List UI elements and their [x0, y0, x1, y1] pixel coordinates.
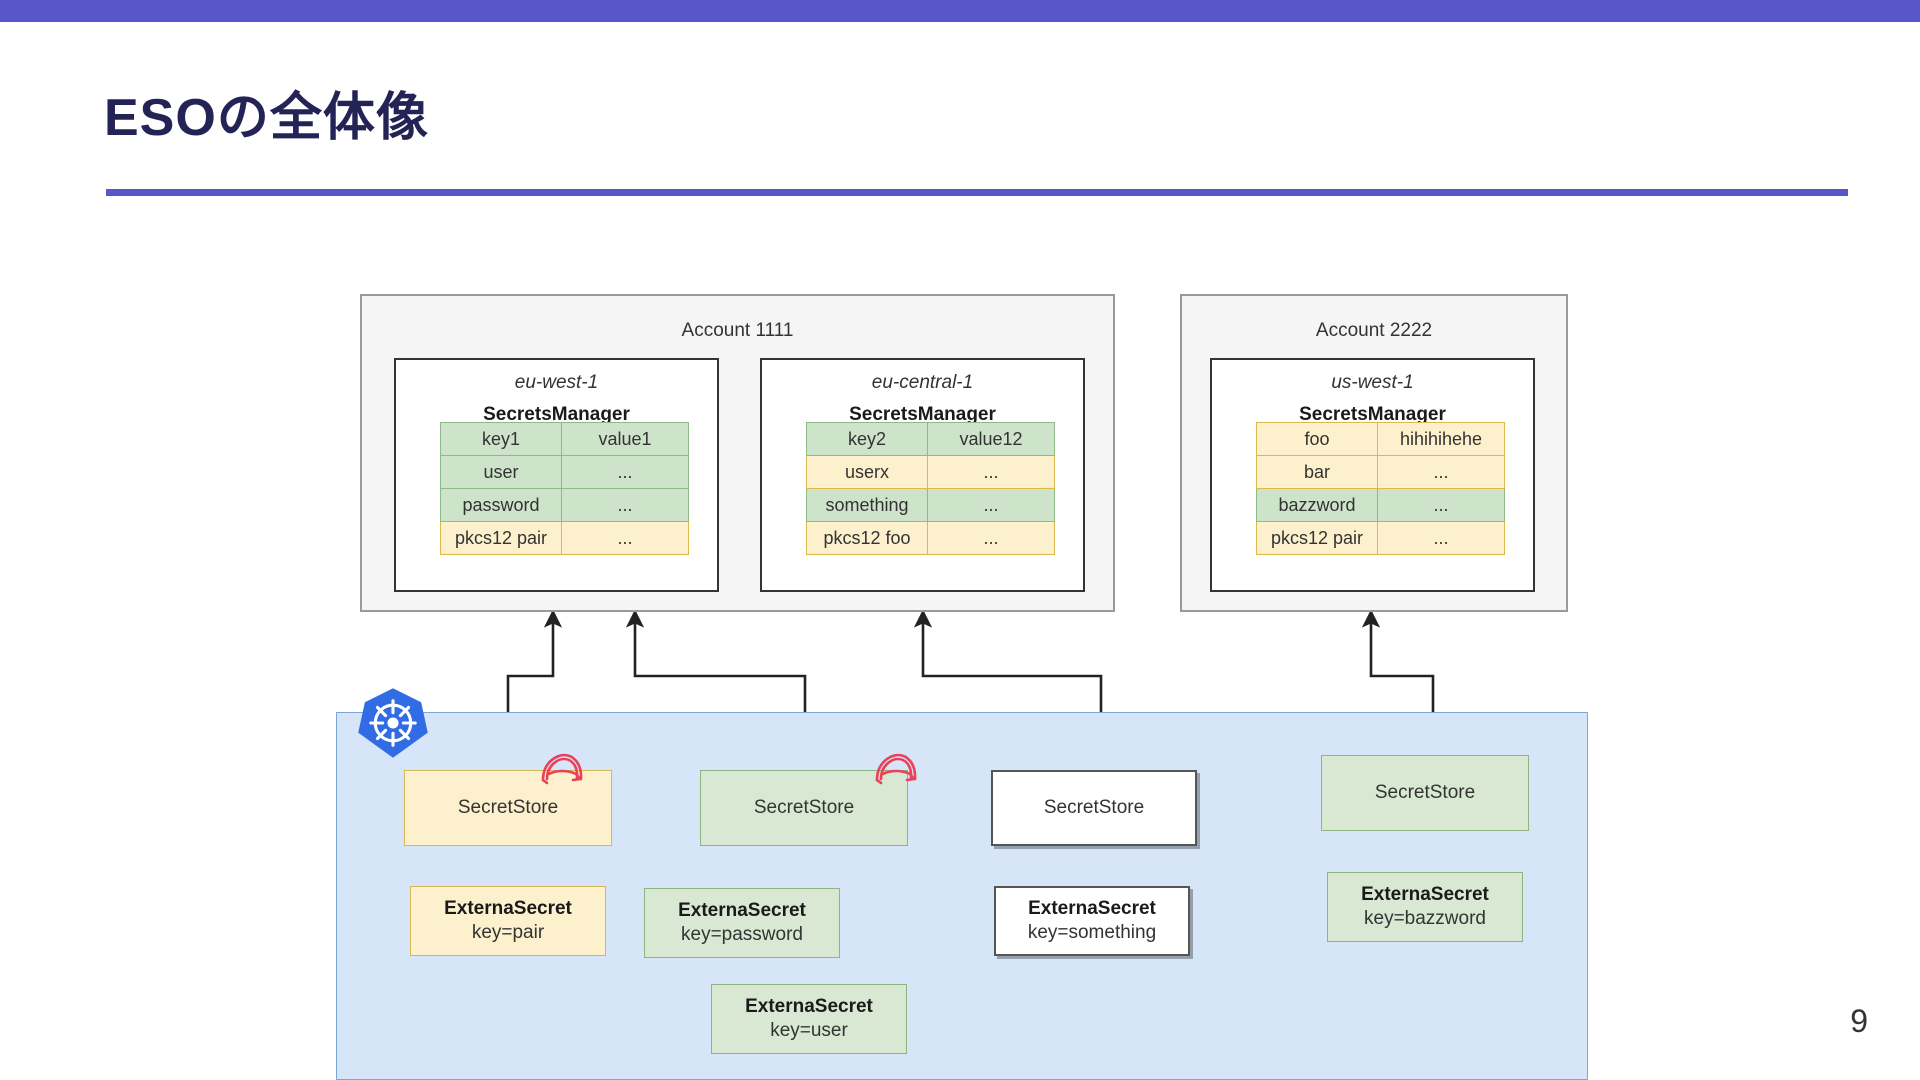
secret-value: ...	[927, 521, 1055, 555]
secretstore-label: SecretStore	[1374, 782, 1476, 804]
secretsmanager-label: SecretsManager	[849, 404, 996, 425]
secrets-table-us-west-1[interactable]: foo hihihihehe bar ... bazzword ... pkcs…	[1256, 422, 1505, 555]
externalsecret-node-user[interactable]: ExternaSecret key=user	[711, 984, 907, 1054]
externalsecret-node-bazzword[interactable]: ExternaSecret key=bazzword	[1327, 872, 1523, 942]
table-row: key2 value12	[806, 422, 1055, 456]
secret-key: password	[440, 488, 562, 522]
page-number: 9	[1850, 1003, 1868, 1039]
externalsecret-title: ExternaSecret	[745, 996, 873, 1018]
table-row: bazzword ...	[1256, 488, 1505, 522]
externalsecret-title: ExternaSecret	[678, 900, 806, 922]
slide-accent-bar	[0, 0, 1920, 22]
secret-key: bazzword	[1256, 488, 1378, 522]
externalsecret-title: ExternaSecret	[444, 898, 572, 920]
externalsecret-key: key=user	[770, 1020, 848, 1041]
externalsecret-key: key=pair	[471, 922, 545, 943]
secretsmanager-label: SecretsManager	[483, 404, 630, 425]
secret-value: ...	[1377, 488, 1505, 522]
table-row: foo hihihihehe	[1256, 422, 1505, 456]
secret-key: pkcs12 foo	[806, 521, 928, 555]
secrets-table-eu-west-1[interactable]: key1 value1 user ... password ... pkcs12…	[440, 422, 689, 555]
secretstore-node-1[interactable]: SecretStore	[404, 770, 612, 846]
table-row: password ...	[440, 488, 689, 522]
secretstore-label: SecretStore	[1043, 797, 1145, 819]
externalsecret-title: ExternaSecret	[1361, 884, 1489, 906]
secretstore-label: SecretStore	[457, 797, 559, 819]
secret-value: ...	[1377, 521, 1505, 555]
secret-key: user	[440, 455, 562, 489]
account-label: Account 2222	[1315, 320, 1433, 341]
secretstore-node-4[interactable]: SecretStore	[1321, 755, 1529, 831]
externalsecret-node-password[interactable]: ExternaSecret key=password	[644, 888, 840, 958]
externalsecret-node-something[interactable]: ExternaSecret key=something	[994, 886, 1190, 956]
secret-value: ...	[561, 455, 689, 489]
region-label: us-west-1	[1331, 372, 1414, 393]
secret-key: foo	[1256, 422, 1378, 456]
kubernetes-icon	[358, 688, 428, 758]
red-annotation-icon-1	[541, 753, 583, 785]
externalsecret-key: key=password	[681, 924, 803, 945]
secret-value: hihihihehe	[1377, 422, 1505, 456]
table-row: pkcs12 pair ...	[440, 521, 689, 555]
secret-key: key2	[806, 422, 928, 456]
page-title: ESOの全体像	[104, 89, 429, 147]
secretstore-node-2[interactable]: SecretStore	[700, 770, 908, 846]
secrets-table-eu-central-1[interactable]: key2 value12 userx ... something ... pkc…	[806, 422, 1055, 555]
secretstore-label: SecretStore	[753, 797, 855, 819]
secret-value: ...	[561, 521, 689, 555]
secret-key: something	[806, 488, 928, 522]
secret-value: ...	[1377, 455, 1505, 489]
secret-value: ...	[927, 455, 1055, 489]
table-row: something ...	[806, 488, 1055, 522]
table-row: pkcs12 pair ...	[1256, 521, 1505, 555]
externalsecret-title: ExternaSecret	[1028, 898, 1156, 920]
table-row: user ...	[440, 455, 689, 489]
secretsmanager-label: SecretsManager	[1299, 404, 1446, 425]
externalsecret-key: key=something	[1027, 922, 1157, 943]
region-label: eu-central-1	[871, 372, 974, 393]
secret-key: pkcs12 pair	[440, 521, 562, 555]
table-row: key1 value1	[440, 422, 689, 456]
red-annotation-icon-2	[875, 753, 917, 785]
region-label: eu-west-1	[514, 372, 599, 393]
secret-value: ...	[927, 488, 1055, 522]
title-divider	[106, 189, 1848, 196]
secret-key: key1	[440, 422, 562, 456]
table-row: pkcs12 foo ...	[806, 521, 1055, 555]
secret-value: value1	[561, 422, 689, 456]
account-label: Account 1111	[681, 320, 794, 341]
secret-value: value12	[927, 422, 1055, 456]
secret-key: bar	[1256, 455, 1378, 489]
secretstore-node-3[interactable]: SecretStore	[991, 770, 1197, 846]
secret-key: userx	[806, 455, 928, 489]
externalsecret-node-pair[interactable]: ExternaSecret key=pair	[410, 886, 606, 956]
secret-key: pkcs12 pair	[1256, 521, 1378, 555]
externalsecret-key: key=bazzword	[1364, 908, 1486, 929]
table-row: userx ...	[806, 455, 1055, 489]
table-row: bar ...	[1256, 455, 1505, 489]
secret-value: ...	[561, 488, 689, 522]
